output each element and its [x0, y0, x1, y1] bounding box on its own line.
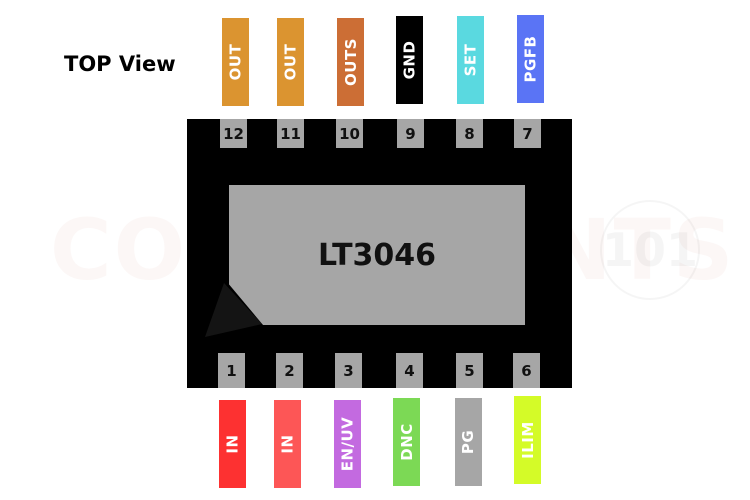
pin-label-5: PG [455, 398, 482, 486]
pin-label-1: IN [219, 400, 246, 488]
pin-pad-11: 11 [277, 119, 304, 148]
pin-label-2: IN [274, 400, 301, 488]
pin-pad-5: 5 [456, 353, 483, 388]
pin-pad-2: 2 [276, 353, 303, 388]
pin-label-12: OUT [222, 18, 249, 106]
pin-pad-7: 7 [514, 119, 541, 148]
pin-pad-3: 3 [335, 353, 362, 388]
pin-label-9: GND [396, 16, 423, 104]
chip-die [229, 185, 525, 325]
pin-pad-4: 4 [396, 353, 423, 388]
pin-label-3: EN/UV [334, 400, 361, 488]
pin-pad-10: 10 [336, 119, 363, 148]
view-title: TOP View [64, 52, 176, 76]
pin-pad-6: 6 [513, 353, 540, 388]
pin-label-6: ILIM [514, 396, 541, 484]
pin-label-10: OUTS [337, 18, 364, 106]
pin-pad-1: 1 [218, 353, 245, 388]
pin-pad-8: 8 [456, 119, 483, 148]
pin-label-7: PGFB [517, 15, 544, 103]
watermark-logo: 101 [600, 200, 700, 300]
part-number: LT3046 [317, 237, 437, 273]
pin-pad-9: 9 [397, 119, 424, 148]
pin-label-8: SET [457, 16, 484, 104]
pin-label-11: OUT [277, 18, 304, 106]
pin-pad-12: 12 [220, 119, 247, 148]
pin-label-4: DNC [393, 398, 420, 486]
